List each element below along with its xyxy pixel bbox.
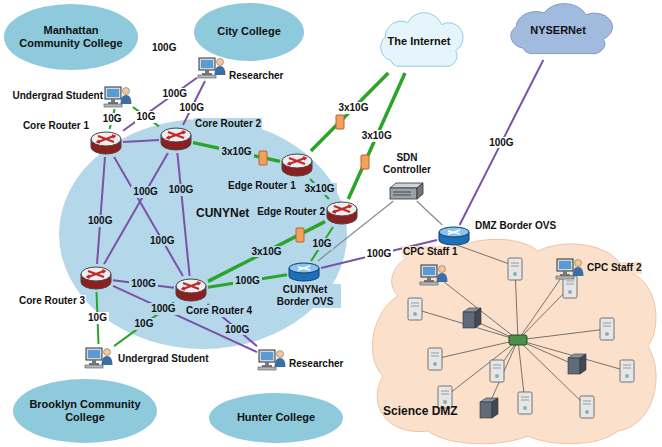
link-speed: 100G: [233, 275, 261, 287]
router-icon: [80, 265, 112, 291]
router-icon: [160, 126, 192, 152]
router-icon: [281, 152, 313, 178]
network-link: [113, 286, 257, 352]
campus-ellipse: Brooklyn Community College: [12, 378, 158, 444]
node-label: CPC Staff 2: [586, 262, 642, 274]
link-speed: 3x10G: [302, 183, 336, 195]
network-link: [114, 157, 183, 276]
pc-icon: [258, 346, 286, 372]
user-icon: Researcher: [198, 54, 226, 80]
node-label: Researcher: [228, 70, 284, 82]
network-link: [177, 153, 189, 276]
network-link: [208, 222, 325, 282]
user-icon: Undergrad Student: [104, 84, 132, 108]
nysernet-cloud: NYSERNet: [500, 3, 616, 59]
router-icon: Core Router 2: [160, 126, 192, 152]
network-link: [104, 153, 168, 264]
link-speed: 10G: [86, 312, 109, 324]
node-label: Core Router 1: [22, 120, 90, 132]
user-icon: CPC Staff 1: [420, 262, 448, 286]
link-speed: 3x10G: [360, 130, 394, 142]
link-speed: 10G: [133, 318, 156, 330]
node-label: CPC Staff 1: [402, 246, 458, 258]
router-icon: Edge Router 1: [281, 152, 313, 178]
link-speed: 10G: [135, 111, 158, 123]
user-icon: Undergrad Student: [85, 345, 113, 369]
pc-icon: [556, 256, 584, 280]
network-link: [97, 157, 105, 264]
link-speed: 100G: [131, 186, 159, 198]
link-speed: 10G: [101, 113, 124, 125]
link-speed: 3x10G: [219, 146, 253, 158]
network-link: [417, 201, 443, 225]
link-speed: 3x10G: [336, 102, 370, 114]
campus-ellipse: City College: [193, 2, 305, 62]
switch-icon: CUNYNet Border OVS: [288, 262, 320, 282]
node-label: CUNYNet Border OVS: [269, 284, 341, 308]
node-title: City College: [208, 25, 290, 38]
link-speed: 100G: [129, 278, 157, 290]
firewall-symbol: [259, 115, 369, 242]
network-link: [460, 60, 544, 225]
link-speed: 3x10G: [249, 246, 283, 258]
controller-icon: SDN Controller: [388, 182, 424, 200]
router-icon: Core Router 4: [175, 277, 207, 303]
router-icon: [90, 130, 122, 156]
link-speed: 100G: [148, 235, 176, 247]
link-speed: 100G: [223, 324, 251, 336]
pc-icon: [198, 54, 226, 80]
user-icon: Researcher: [258, 346, 286, 372]
network-link: [348, 73, 405, 199]
network-link: [133, 107, 159, 126]
node-title: Hunter College: [223, 411, 329, 424]
switch-icon: DMZ Border OVS: [438, 226, 470, 246]
router-icon: Core Router 1: [90, 130, 122, 156]
node-label: Researcher: [288, 358, 344, 370]
node-label: Core Router 2: [194, 118, 262, 130]
link-speed: 100G: [167, 184, 195, 196]
router-icon: [326, 200, 358, 226]
node-title: The Internet: [387, 35, 451, 48]
link-speed: 10G: [311, 238, 334, 250]
router-icon: [175, 277, 207, 303]
link-speed: 100G: [86, 215, 114, 227]
node-title: Manhattan Community College: [18, 24, 124, 50]
link-speed: 100G: [161, 88, 189, 100]
router-icon: Edge Router 2: [326, 200, 358, 226]
user-icon: CPC Staff 2: [556, 256, 584, 280]
ovs-icon: [288, 262, 320, 282]
node-label: Undergrad Student: [117, 353, 210, 365]
link-speed: 100G: [487, 137, 515, 149]
network-link: [318, 201, 394, 261]
node-label: Core Router 4: [185, 305, 253, 317]
sdn-icon: [388, 182, 424, 200]
campus-ellipse: Hunter College: [208, 392, 344, 444]
node-label: Core Router 3: [18, 295, 86, 307]
router-icon: Core Router 3: [80, 265, 112, 291]
link-speed: 100G: [150, 42, 178, 54]
node-label: DMZ Border OVS: [474, 220, 557, 232]
node-label: Edge Router 1: [227, 180, 297, 192]
network-link: [311, 227, 333, 261]
pc-icon: [85, 345, 113, 369]
ovs-icon: [438, 226, 470, 246]
node-label: Science DMZ: [383, 404, 458, 418]
network-link: [123, 140, 159, 142]
link-speed: 100G: [178, 102, 206, 114]
link-speed: 100G: [149, 303, 177, 315]
dmz-cloud: Science DMZ CPC Staff 1 CPC Staff 2: [368, 236, 660, 444]
node-label: Undergrad Student: [11, 90, 104, 102]
pc-icon: [420, 262, 448, 286]
link-speed: 100G: [365, 248, 393, 260]
node-label: CUNYNet: [196, 206, 249, 220]
internet-cloud: The Internet: [372, 12, 466, 72]
campus-ellipse: Manhattan Community College: [3, 3, 139, 71]
node-label: SDN Controller: [376, 152, 438, 176]
pc-icon: [104, 84, 132, 108]
node-title: NYSERNet: [515, 24, 601, 37]
node-title: Brooklyn Community College: [27, 398, 143, 424]
node-label: Edge Router 2: [256, 206, 326, 218]
